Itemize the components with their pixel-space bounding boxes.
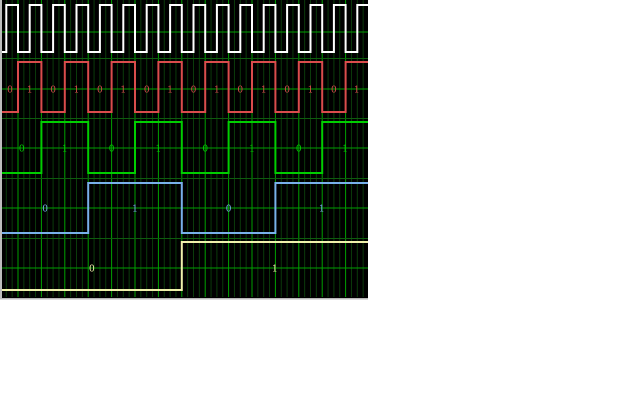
bit-label-bit2: 1 — [319, 205, 325, 215]
bit-label-bit0: 0 — [97, 86, 103, 96]
bit-label-bit0: 0 — [191, 86, 197, 96]
bit-label-bit2: 1 — [132, 205, 138, 215]
waveform-clock — [2, 4, 368, 53]
bit-label-bit0: 1 — [214, 86, 220, 96]
bit-label-bit0: 0 — [7, 86, 13, 96]
bit-label-bit1: 0 — [202, 145, 208, 155]
bit-label-bit1: 0 — [109, 145, 115, 155]
bit-label-bit0: 0 — [237, 86, 243, 96]
scope-background — [0, 0, 368, 298]
bit-label-bit3: 0 — [89, 265, 95, 275]
bit-label-bit0: 1 — [354, 86, 360, 96]
bit-label-bit1: 0 — [19, 145, 25, 155]
bit-label-bit1: 1 — [249, 145, 255, 155]
waveform-bit1 — [2, 121, 368, 174]
bit-label-bit1: 1 — [342, 145, 348, 155]
bit-label-bit0: 0 — [144, 86, 150, 96]
bit-label-bit1: 0 — [296, 145, 302, 155]
bit-label-bit0: 1 — [74, 86, 80, 96]
bit-label-bit1: 1 — [62, 145, 68, 155]
bit-label-bit0: 1 — [261, 86, 267, 96]
bit-label-bit1: 1 — [156, 145, 162, 155]
frame-left-border — [0, 0, 2, 298]
timing-diagram: 0 1 0 1 0 1 0 1 0 1 0 1 0 1 0 1 0 1 0 1 0 1 0 1 0 1 0 1 0 1 — [0, 0, 368, 300]
bit-label-bit2: 0 — [226, 205, 232, 215]
bit-label-bit0: 1 — [167, 86, 173, 96]
frame-bottom-border — [0, 298, 368, 300]
waveform-bit3 — [2, 241, 368, 291]
bit-label-bit3: 1 — [272, 265, 278, 275]
bit-label-bit2: 0 — [42, 205, 48, 215]
bit-label-bit0: 0 — [50, 86, 56, 96]
bit-label-bit0: 0 — [284, 86, 290, 96]
bit-label-bit0: 1 — [27, 86, 33, 96]
waveform-panel: 0 1 0 1 0 1 0 1 0 1 0 1 0 1 0 1 0 1 0 1 0 1 0 1 0 1 0 1 0 1 — [0, 0, 368, 300]
waveform-bit0 — [2, 61, 368, 113]
bit-label-bit0: 1 — [308, 86, 314, 96]
bit-label-bit0: 1 — [120, 86, 126, 96]
bit-label-bit0: 0 — [331, 86, 337, 96]
waveform-bit2 — [2, 182, 368, 234]
